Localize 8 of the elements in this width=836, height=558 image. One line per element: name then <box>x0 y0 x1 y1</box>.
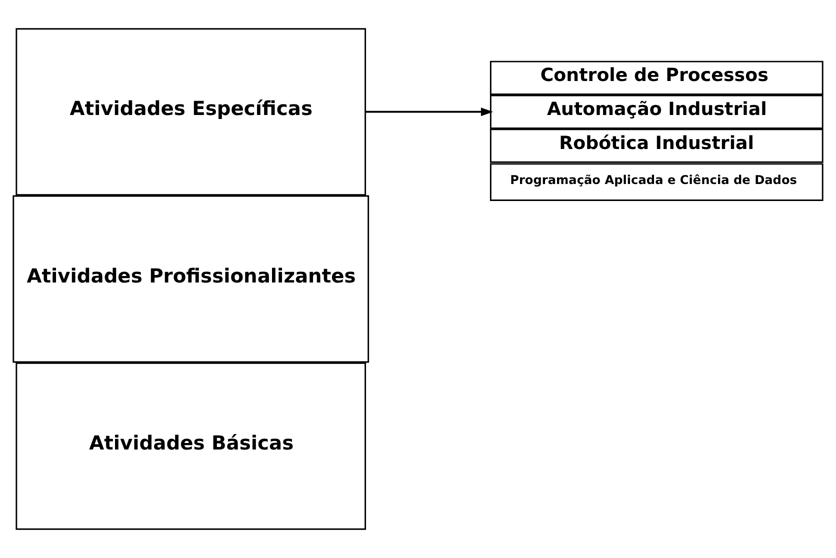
arrow <box>366 108 494 116</box>
node-box: Programação Aplicada e Ciência de Dados <box>490 163 824 201</box>
node-box: Automação Industrial <box>490 94 824 129</box>
node-box: Controle de Processos <box>490 60 824 95</box>
node-box: Atividades Profissionalizantes <box>12 195 370 363</box>
node-box: Atividades Básicas <box>16 362 366 530</box>
node-box: Robótica Industrial <box>490 128 824 163</box>
node-box: Atividades Específicas <box>16 28 366 196</box>
